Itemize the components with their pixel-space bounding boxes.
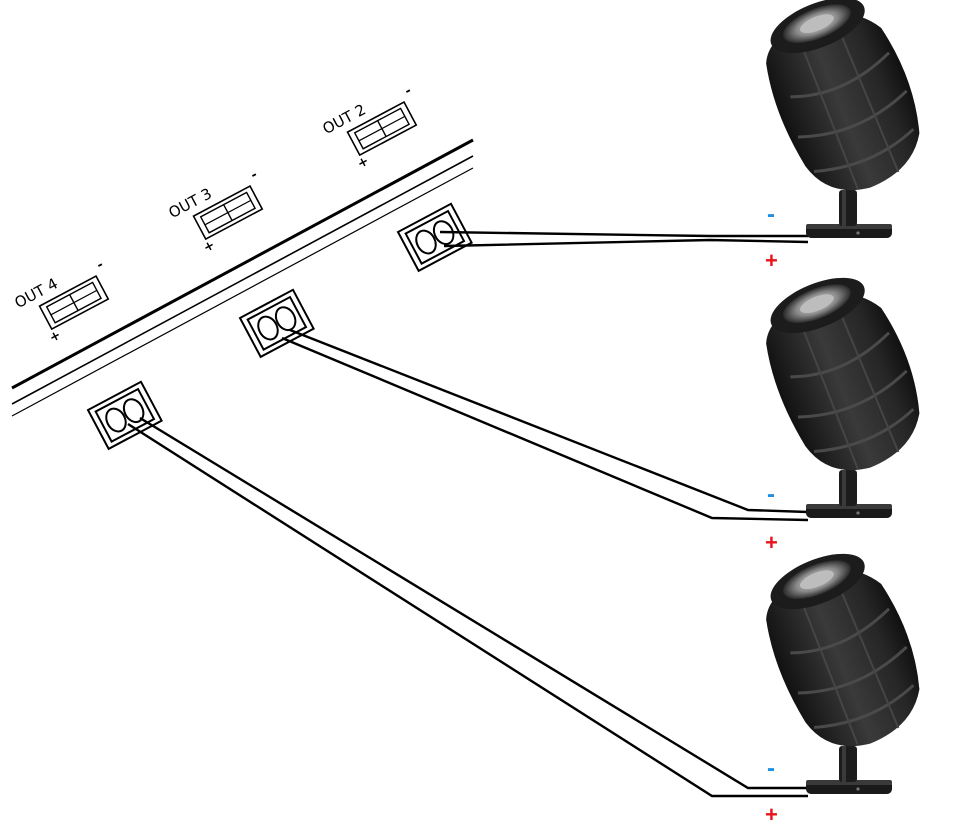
output-3-plus: + [201, 238, 218, 256]
speaker-1-minus-label: - [767, 201, 775, 228]
output-3-minus: - [248, 167, 260, 183]
output-2-plus: + [355, 154, 372, 172]
output-2-port [397, 202, 473, 272]
output-4-plus: + [47, 328, 64, 346]
output-2-clip: OUT 2 + - [320, 83, 418, 172]
output-2-minus: - [402, 83, 414, 99]
wire-out3-to-speaker-2 [281, 328, 809, 522]
wire-out4-to-speaker-3 [127, 416, 808, 798]
amplifier-panel [11, 138, 474, 417]
output-3-clip: OUT 3 + - [166, 167, 264, 256]
wire-out2-to-speaker-1 [439, 230, 809, 248]
speaker-3-minus-label: - [767, 755, 775, 782]
output-4-minus: - [94, 257, 106, 273]
speaker-2-minus-label: - [767, 481, 775, 508]
speaker-3-plus-label: + [765, 802, 778, 825]
speaker-1-plus-label: + [765, 248, 778, 273]
speaker-2-plus-label: + [765, 530, 778, 555]
speaker-2 [744, 259, 942, 520]
